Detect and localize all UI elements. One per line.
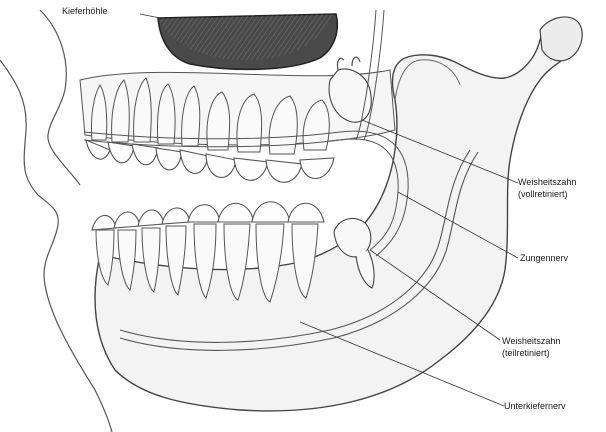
lingual-nerve-label: Zungennerv [520, 253, 568, 264]
skull-outline [40, 10, 80, 185]
wisdom-tooth-partial-label: Weisheitszahn [502, 336, 560, 347]
inferior-alveolar-nerve-label: Unterkiefernerv [504, 401, 566, 412]
wisdom-tooth-partial-sublabel: (teilretiniert) [502, 348, 550, 359]
wisdom-tooth-full-sublabel: (vollretiniert) [518, 189, 568, 200]
wisdom-tooth-full-label: Weisheitszahn [518, 177, 576, 188]
maxillary-sinus-label: Kieferhöhle [62, 6, 108, 17]
